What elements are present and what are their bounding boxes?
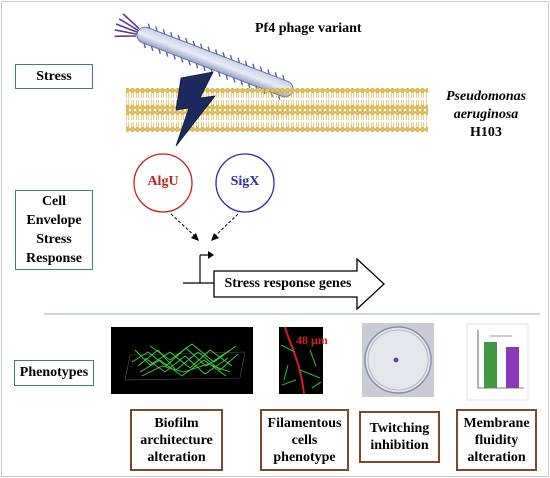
phage-tail-fibers [114,13,140,38]
cell-membrane [126,88,428,132]
stress-label-text: Stress [36,68,72,84]
biofilm-3d-image [111,327,253,394]
phenotype-biofilm-box: Biofilm architecture alteration [130,409,223,471]
pheno-line: Membrane [463,415,530,431]
cesr-line: Envelope [26,213,82,228]
dashed-arrows [170,213,239,239]
pheno-line: fluidity [474,432,519,448]
phage-label: Pf4 phage variant [255,21,362,36]
organism-genus: Pseudomonas [445,89,527,104]
petri-dish-image [362,323,434,397]
cesr-line: Stress [36,232,72,247]
organism-strain: H103 [470,125,502,140]
cell-envelope-stress-response-label: Cell Envelope Stress Response [15,190,93,270]
pheno-line: architecture [140,432,213,448]
pheno-line: inhibition [370,438,429,453]
algu-circle [133,153,193,213]
sigx-label: SigX [230,174,260,189]
fluidity-bar-chart [466,323,529,401]
phenotype-membrane-fluidity-box: Membrane fluidity alteration [456,409,537,471]
phenotypes-label-text: Phenotypes [19,365,89,380]
cesr-line: Response [25,251,82,266]
phenotype-twitching-box: Twitching inhibition [359,411,440,463]
gene-arrow-shape [213,257,385,311]
organism-label: Pseudomonas aeruginosa H103 [436,88,536,142]
pheno-line: alteration [147,449,206,465]
phenotype-filamentous-box: Filamentous cells phenotype [260,409,349,471]
stress-label: Stress [15,64,93,89]
cesr-line: Cell [41,194,67,209]
pheno-line: Biofilm [154,415,199,431]
pheno-line: cells [291,432,318,448]
phenotypes-label: Phenotypes [14,360,94,386]
organism-species: aeruginosa [453,107,519,122]
pheno-line: alteration [467,449,526,465]
filament-scale-label: 48 μm [296,333,328,347]
pheno-line: phenotype [273,449,336,465]
filament-image [279,326,323,395]
algu-label: AlgU [147,174,179,189]
gene-arrow-label: Stress response genes [224,276,352,291]
pheno-line: Filamentous [267,415,342,431]
pheno-line: Twitching [369,421,430,436]
stress-lightning-icon [175,71,216,147]
sigx-circle [215,153,275,213]
